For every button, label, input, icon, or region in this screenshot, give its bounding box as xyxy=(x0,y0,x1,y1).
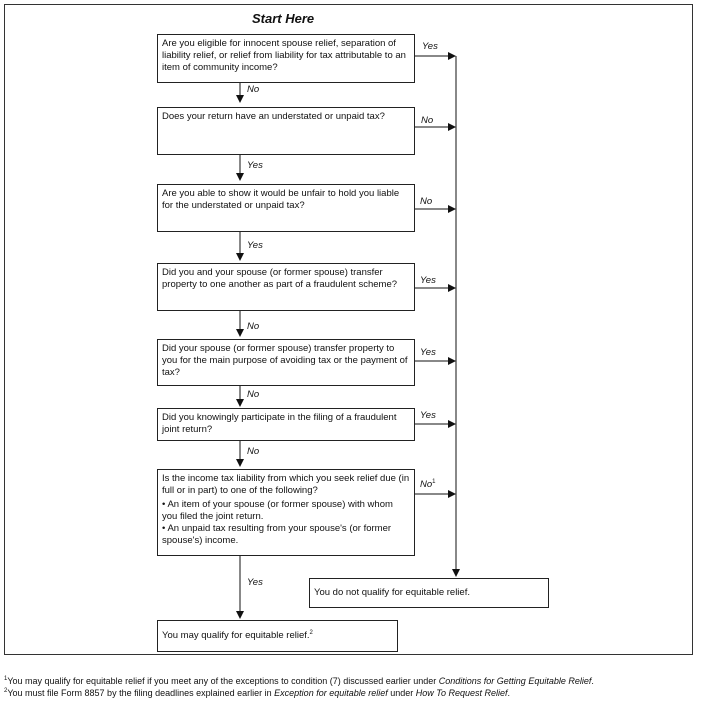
label-q5-right: Yes xyxy=(420,347,436,358)
footnote-number: 2 xyxy=(4,688,8,694)
bullet-item: • An item of your spouse (or former spou… xyxy=(162,499,393,522)
label-q1-down: No xyxy=(247,84,260,95)
label-q6-down: No xyxy=(247,446,260,457)
footnote-tail: . xyxy=(591,676,594,686)
question-unfair-liable: Are you able to show it would be unfair … xyxy=(157,184,415,232)
question-text: Are you eligible for innocent spouse rel… xyxy=(162,38,406,73)
question-text: Did you knowingly participate in the fil… xyxy=(162,412,397,435)
label-q2-right: No xyxy=(421,115,434,126)
outcome-text: You do not qualify for equitable relief. xyxy=(314,587,470,598)
outcome-text: You may qualify for equitable relief. xyxy=(162,630,310,641)
footnote-mid: under xyxy=(387,688,416,698)
label-q7-down: Yes xyxy=(247,577,263,588)
flowchart-title: Start Here xyxy=(252,11,315,26)
footnote-marker: 2 xyxy=(309,629,313,636)
label-q7-right: No1 xyxy=(420,479,436,490)
label-q5-down: No xyxy=(247,389,260,400)
label-q3-right: No xyxy=(420,196,433,207)
question-understated-tax: Does your return have an understated or … xyxy=(157,107,415,155)
label-q6-right: Yes xyxy=(420,410,436,421)
diagram-frame xyxy=(4,4,693,655)
label-q4-right: Yes xyxy=(420,275,436,286)
outcome-may-qualify: You may qualify for equitable relief.2 xyxy=(157,620,398,652)
footnote-reference: Conditions for Getting Equitable Relief xyxy=(438,676,592,686)
question-fraudulent-return: Did you knowingly participate in the fil… xyxy=(157,408,415,441)
question-text: Are you able to show it would be unfair … xyxy=(162,188,400,211)
footnote-reference: Exception for equitable relief xyxy=(274,688,388,698)
footnote-reference-2: How To Request Relief xyxy=(415,688,508,698)
footnote-text: You may qualify for equitable relief if … xyxy=(7,676,439,686)
question-text: Did you and your spouse (or former spous… xyxy=(162,267,398,290)
question-text: Is the income tax liability from which y… xyxy=(162,473,410,496)
question-liability-due: Is the income tax liability from which y… xyxy=(157,469,415,556)
question-bullets: • An item of your spouse (or former spou… xyxy=(162,499,410,547)
label-q1-right: Yes xyxy=(422,41,438,52)
label-text: No xyxy=(420,479,433,491)
footnote-1: 1You may qualify for equitable relief if… xyxy=(4,676,594,687)
footnote-text: You must file Form 8857 by the filing de… xyxy=(7,688,275,698)
label-q3-down: Yes xyxy=(247,240,263,251)
question-eligible-other-relief: Are you eligible for innocent spouse rel… xyxy=(157,34,415,83)
footnote-tail: . xyxy=(507,688,511,698)
label-q2-down: Yes xyxy=(247,160,263,171)
outcome-not-qualify: You do not qualify for equitable relief. xyxy=(309,578,549,608)
label-q4-down: No xyxy=(247,321,260,332)
question-fraudulent-scheme: Did you and your spouse (or former spous… xyxy=(157,263,415,311)
bullet-item: • An unpaid tax resulting from your spou… xyxy=(162,523,392,546)
question-text: Did your spouse (or former spouse) trans… xyxy=(162,343,408,378)
question-avoid-tax-transfer: Did your spouse (or former spouse) trans… xyxy=(157,339,415,386)
question-text: Does your return have an understated or … xyxy=(162,111,385,122)
footnote-number: 1 xyxy=(4,676,8,682)
footnote-marker: 1 xyxy=(432,479,436,485)
footnote-2: 2You must file Form 8857 by the filing d… xyxy=(4,688,510,699)
